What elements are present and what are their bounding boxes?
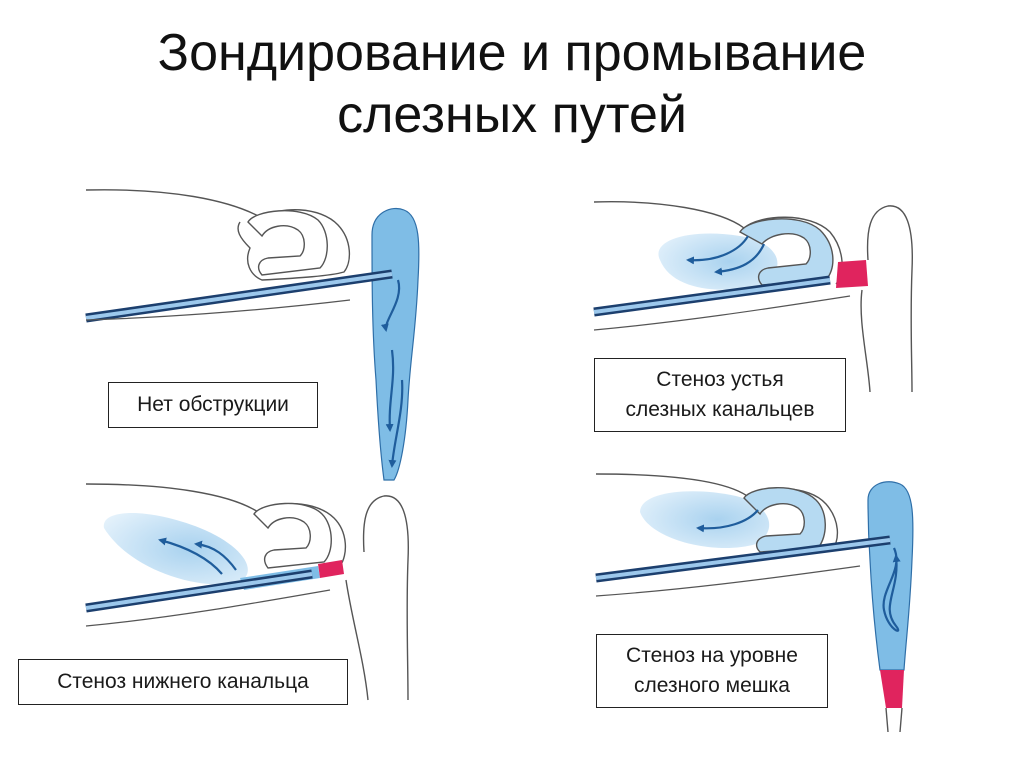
canaliculus — [743, 487, 826, 553]
label-sac-level-stenosis: Стеноз на уровне слезного мешка — [596, 634, 828, 708]
flow-arrow-icon — [380, 279, 404, 468]
canaliculus — [253, 502, 332, 569]
eyelid-outline — [85, 189, 351, 281]
stenosis-marker — [318, 560, 344, 578]
slide-title: Зондирование и промывание слезных путей — [0, 22, 1024, 146]
flow-arrow-icon — [696, 509, 901, 632]
title-line-1: Зондирование и промывание — [157, 24, 867, 82]
lacrimal-sac — [867, 481, 914, 671]
panel-no-obstruction — [85, 189, 420, 481]
stenosis-marker — [836, 260, 868, 288]
flow-arrow-icon — [158, 537, 237, 575]
label-lower-canaliculus-stenosis: Стеноз нижнего канальца — [18, 659, 348, 705]
panel-punctum-stenosis — [593, 201, 913, 393]
canaliculus — [247, 210, 328, 276]
reflux-cloud — [640, 491, 770, 549]
flow-arrow-icon — [686, 235, 766, 276]
stenosis-marker — [880, 670, 904, 708]
reflux-cloud — [103, 513, 248, 585]
reflux-cloud — [658, 233, 778, 290]
label-punctum-stenosis: Стеноз устья слезных канальцев — [594, 358, 846, 432]
panel-sac-level-stenosis — [595, 473, 914, 733]
canaliculus — [739, 218, 834, 286]
panel-lower-canaliculus-stenosis — [85, 483, 409, 701]
title-line-2: слезных путей — [337, 86, 687, 144]
label-no-obstruction: Нет обструкции — [108, 382, 318, 428]
